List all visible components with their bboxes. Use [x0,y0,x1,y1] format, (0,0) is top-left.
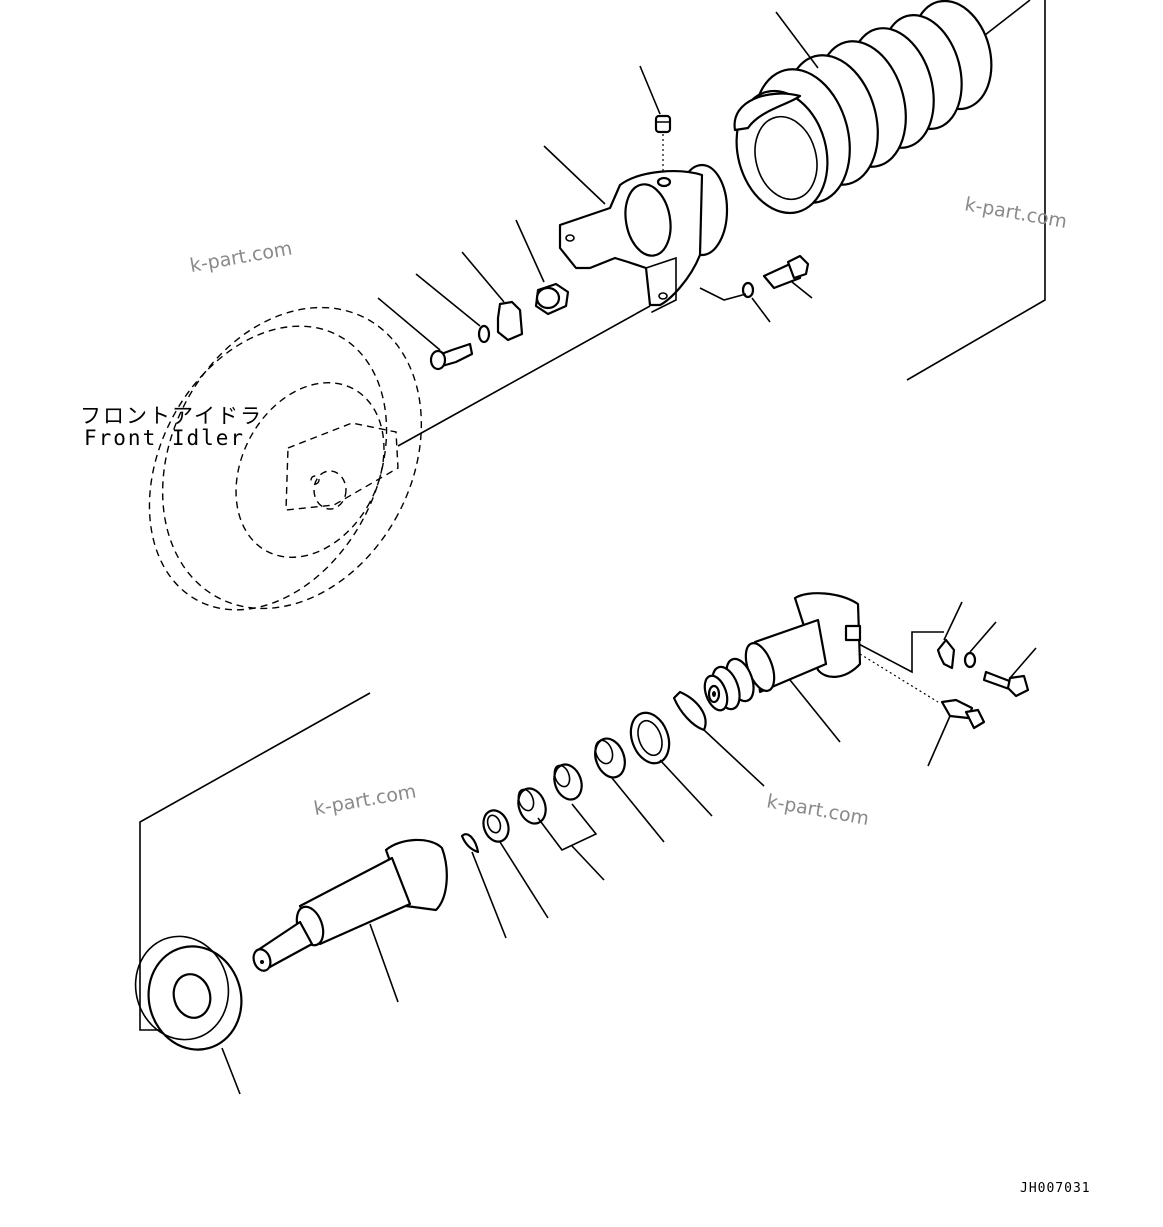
leader-assembly [397,305,651,447]
boundary-lines [139,0,1046,1031]
plate-washer-bolt-right [859,601,1037,767]
lock-plate [461,251,524,342]
hex-nut [515,219,570,316]
seal-ring [482,809,549,919]
snap-ring-left [460,833,507,939]
grease-plug [639,65,672,180]
recoil-spring [733,0,993,215]
bushing-b [553,763,583,801]
washer-upper [415,273,491,344]
bolt-yoke-right [699,254,813,323]
front-idler-label-jp: フロントアイドラ [80,404,263,428]
end-disc [134,935,243,1095]
upper-frame-right [835,631,944,674]
piston-rod [252,838,448,1003]
leader-spring [775,11,819,69]
leader-bushings [571,845,605,881]
bolt-upper-left [377,297,474,371]
bushing-a [594,737,665,843]
bearing-cage [629,711,713,817]
drawing-code: JH007031 [1020,1181,1091,1196]
front-idler-label-en: Front Idler [84,426,246,450]
front-idler-reference [148,306,423,611]
bushing-c [517,787,547,825]
recoil-cylinder [703,592,862,743]
bracket-bushings [537,803,598,852]
idler-yoke [543,145,729,313]
snap-ring-right [672,690,765,787]
